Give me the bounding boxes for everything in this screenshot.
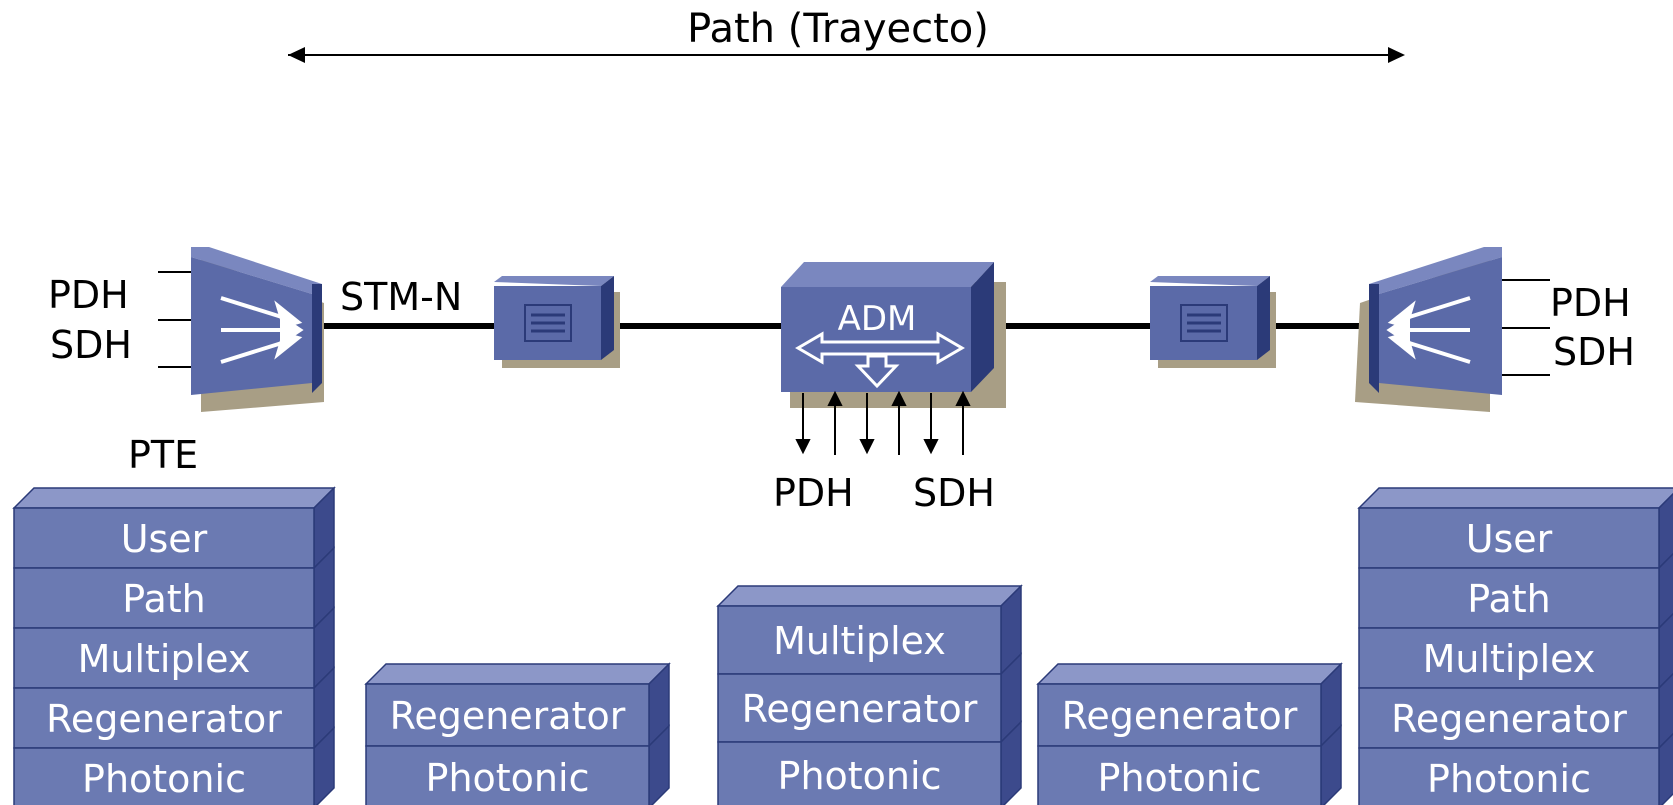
layer-regenerator: Regenerator [1358, 672, 1673, 750]
layer-label: Multiplex [78, 637, 251, 681]
adm-trib-sdh: SDH [913, 471, 995, 515]
split-arrows-icon [220, 296, 304, 364]
layer-multiplex: Multiplex [13, 606, 335, 690]
left-trib-sdh: SDH [50, 323, 132, 367]
layer-label: Photonic [1098, 756, 1262, 800]
regenerator-left-device [494, 276, 620, 368]
layer-multiplex: Multiplex [1358, 612, 1673, 690]
layer-label: Regenerator [46, 697, 282, 741]
layer-user: User [1358, 492, 1673, 570]
layer-label: User [121, 517, 208, 561]
layer-stack-top [1357, 487, 1673, 509]
layer-photonic: Photonic [1037, 724, 1342, 805]
adm-label: ADM [838, 299, 917, 339]
left-trib-pdh: PDH [48, 273, 129, 317]
layer-photonic: Photonic [1358, 732, 1673, 805]
layer-label: Photonic [778, 754, 942, 798]
layer-photonic: Photonic [13, 726, 335, 805]
equipment-panel-icon [1180, 304, 1228, 342]
layer-label: Regenerator [1062, 694, 1298, 738]
adm-device [781, 262, 1006, 408]
equipment-panel-icon [524, 304, 572, 342]
right-trib-sdh: SDH [1553, 330, 1635, 374]
right-trib-pdh: PDH [1550, 281, 1631, 325]
path-span-arrow [288, 47, 1405, 63]
layer-label: Path [122, 577, 205, 621]
layer-label: Photonic [82, 757, 246, 801]
adm-tributary-arrows [795, 390, 971, 455]
layer-label: Regenerator [742, 687, 978, 731]
layer-path: Path [1358, 552, 1673, 630]
layer-stack-top [12, 487, 336, 509]
layer-multiplex: Multiplex [717, 584, 1022, 676]
layer-photonic: Photonic [717, 720, 1022, 805]
layer-label: User [1466, 517, 1553, 561]
layer-label: Multiplex [773, 619, 946, 663]
layer-stacks: UserPathMultiplexRegeneratorPhotonicRege… [12, 486, 1673, 805]
layer-path: Path [13, 546, 335, 630]
layer-label: Path [1467, 577, 1550, 621]
layer-label: Regenerator [390, 694, 626, 738]
layer-label: Photonic [426, 756, 590, 800]
pte-label: PTE [128, 433, 198, 477]
pte-right-device [1355, 247, 1550, 412]
layer-label: Regenerator [1391, 697, 1627, 741]
layer-stack-top [1036, 663, 1343, 685]
layer-label: Multiplex [1423, 637, 1596, 681]
layer-user: User [13, 486, 335, 570]
layer-regenerator: Regenerator [365, 662, 670, 748]
merge-arrows-icon [1386, 296, 1471, 364]
stm-n-label: STM-N [340, 275, 462, 319]
pte-left-device [158, 247, 324, 412]
layer-regenerator: Regenerator [13, 666, 335, 750]
layer-label: Photonic [1427, 757, 1591, 801]
layer-regenerator: Regenerator [717, 652, 1022, 744]
layer-stack-top [716, 585, 1023, 607]
regenerator-right-device [1150, 276, 1276, 368]
layer-photonic: Photonic [365, 724, 670, 805]
add-drop-arrows-icon [795, 331, 965, 389]
layer-stack-top [364, 663, 671, 685]
layer-regenerator: Regenerator [1037, 662, 1342, 748]
adm-trib-pdh: PDH [773, 471, 854, 515]
path-label: Path (Trayecto) [687, 6, 989, 52]
